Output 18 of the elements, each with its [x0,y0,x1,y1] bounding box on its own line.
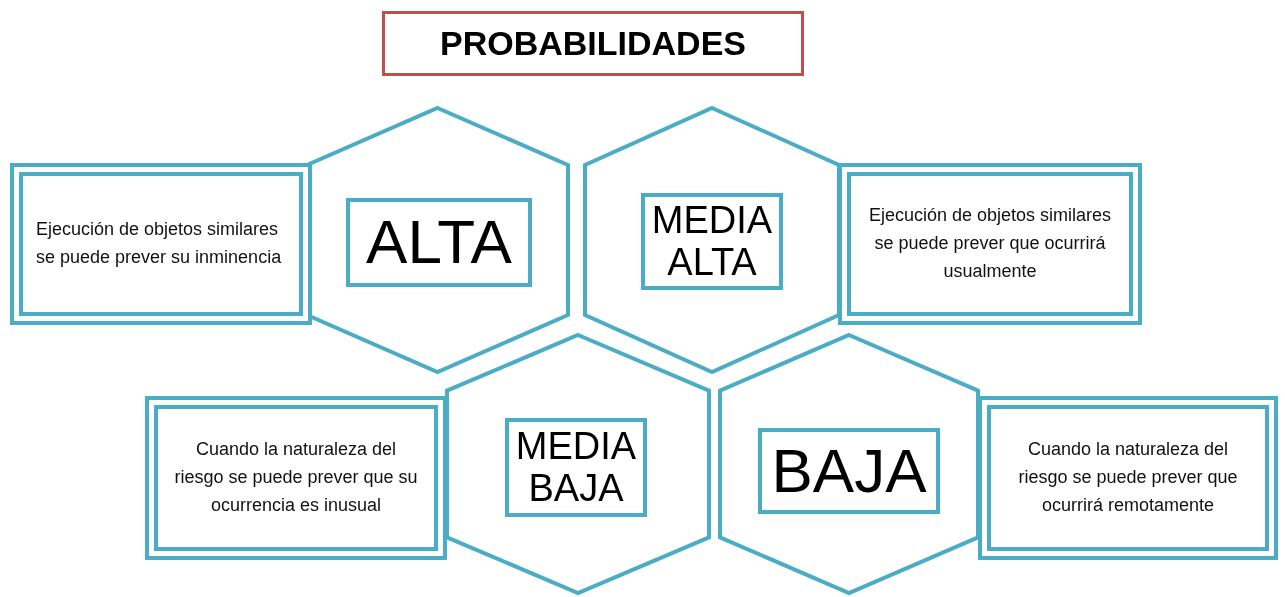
description-box [838,163,1142,325]
description-text: Cuando la naturaleza del riesgo se puede prever que ocurrirá remotamente [1017,438,1239,517]
description-box [145,396,447,560]
description-text: Ejecución de objetos similares se puede prever que ocurrirá usualmente [867,204,1113,283]
level-box [758,428,940,514]
level-label: MEDIA BAJA [514,425,638,510]
level-label: ALTA [366,208,512,277]
level-box [346,198,532,287]
level-label: MEDIA ALTA [650,199,774,284]
description-box [10,163,312,325]
level-box [505,418,647,517]
description-text: Ejecución de objetos similares se puede prever su inminencia [36,218,283,269]
level-box [641,193,783,290]
description-text: Cuando la naturaleza del riesgo se puede prever que su ocurrencia es inusual [173,438,419,517]
title-box [382,11,804,76]
title: PROBABILIDADES [440,24,746,63]
description-box [978,396,1278,560]
level-label: BAJA [771,436,927,506]
